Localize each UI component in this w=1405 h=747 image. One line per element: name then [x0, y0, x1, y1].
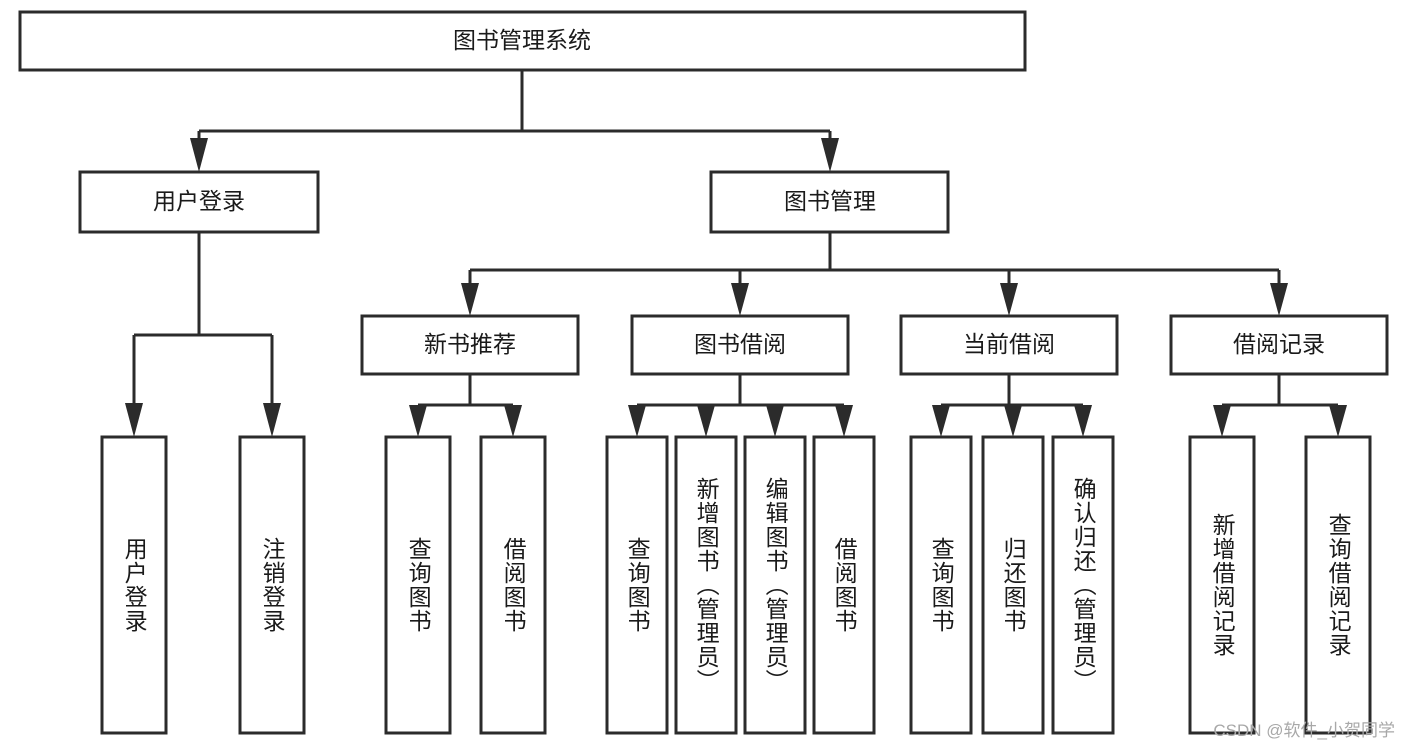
- node-current-borrow-label: 当前借阅: [963, 331, 1055, 357]
- node-leaf-query-book-borrow[interactable]: [605, 435, 669, 735]
- node-leaf-borrow-book-recommend[interactable]: [479, 435, 547, 735]
- connector-layer: [125, 70, 1347, 437]
- arrow-to-book-manage: [821, 138, 839, 172]
- node-leaf-add-book-admin[interactable]: [674, 435, 738, 735]
- node-leaf-confirm-return-admin[interactable]: [1051, 435, 1115, 735]
- arrow-to-new-book-recommend: [461, 283, 479, 316]
- node-book-borrow[interactable]: [630, 314, 850, 376]
- node-leaf-user-logout[interactable]: [238, 435, 306, 735]
- node-borrow-record[interactable]: [1169, 314, 1389, 376]
- node-root[interactable]: [18, 10, 1027, 72]
- node-new-book-recommend-label: 新书推荐: [424, 331, 516, 357]
- arrow-to-leaf-query-borrow-record: [1329, 405, 1347, 437]
- node-leaf-user-login[interactable]: [100, 435, 168, 735]
- node-leaf-edit-book-admin[interactable]: [743, 435, 807, 735]
- arrow-to-leaf-confirm-return-admin: [1074, 405, 1092, 437]
- node-leaf-query-book-recommend[interactable]: [384, 435, 452, 735]
- node-book-manage[interactable]: [709, 170, 950, 234]
- arrow-to-leaf-add-book-admin: [697, 405, 715, 437]
- node-user-login[interactable]: [78, 170, 320, 234]
- node-borrow-record-label: 借阅记录: [1233, 331, 1325, 357]
- node-root-label: 图书管理系统: [453, 27, 591, 53]
- arrow-to-book-borrow: [731, 283, 749, 316]
- arrow-to-user-login: [190, 138, 208, 172]
- arrow-to-leaf-query-book-recommend: [409, 405, 427, 437]
- node-leaf-query-borrow-record[interactable]: [1304, 435, 1372, 735]
- arrow-to-leaf-user-login: [125, 403, 143, 437]
- arrow-to-leaf-user-logout: [263, 403, 281, 437]
- node-leaf-borrow-book[interactable]: [812, 435, 876, 735]
- node-leaf-return-book[interactable]: [981, 435, 1045, 735]
- arrow-to-leaf-borrow-book: [835, 405, 853, 437]
- node-book-borrow-label: 图书借阅: [694, 331, 786, 357]
- node-book-manage-label: 图书管理: [784, 188, 876, 214]
- node-new-book-recommend[interactable]: [360, 314, 580, 376]
- arrow-to-leaf-borrow-book-recommend: [504, 405, 522, 437]
- arrow-to-current-borrow: [1000, 283, 1018, 316]
- watermark-text: CSDN @软件_小贺同学: [1213, 721, 1395, 740]
- arrow-to-leaf-edit-book-admin: [766, 405, 784, 437]
- node-leaf-add-borrow-record[interactable]: [1188, 435, 1256, 735]
- arrow-to-leaf-query-book-borrow: [628, 405, 646, 437]
- arrow-to-leaf-return-book: [1004, 405, 1022, 437]
- arrow-to-borrow-record: [1270, 283, 1288, 316]
- node-layer: 图书管理系统 用户登录 图书管理 新书推荐 图书借阅 当前借阅 借阅记录: [18, 10, 1389, 735]
- arrow-to-leaf-add-borrow-record: [1213, 405, 1231, 437]
- arrow-to-leaf-query-book-current: [932, 405, 950, 437]
- node-user-login-label: 用户登录: [153, 188, 245, 214]
- node-current-borrow[interactable]: [899, 314, 1119, 376]
- node-leaf-query-book-current[interactable]: [909, 435, 973, 735]
